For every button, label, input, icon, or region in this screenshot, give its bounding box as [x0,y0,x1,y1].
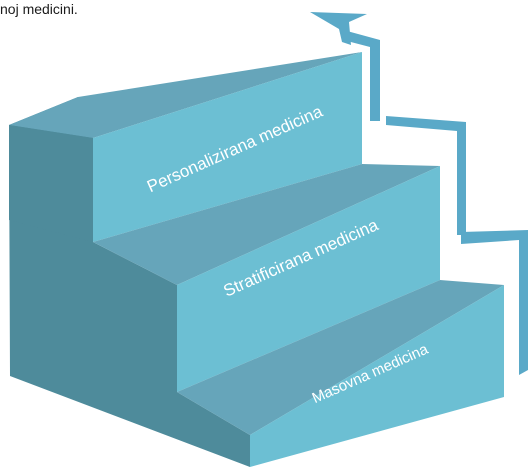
step-3-tread [9,52,362,138]
arrow-top-segment [347,31,380,121]
step-3-side [9,125,93,242]
caption-text: noj medicini. [0,1,78,17]
arrow-bottom-segment [461,230,528,375]
step-1-tread [177,280,504,435]
step-2-tread [93,164,440,285]
step-2-front [177,166,440,392]
step-3-front [93,52,362,242]
up-arrow-icon [310,12,528,375]
step-1-front [250,285,504,467]
arrow-head [310,12,367,45]
arrow-middle-segment [386,116,466,235]
